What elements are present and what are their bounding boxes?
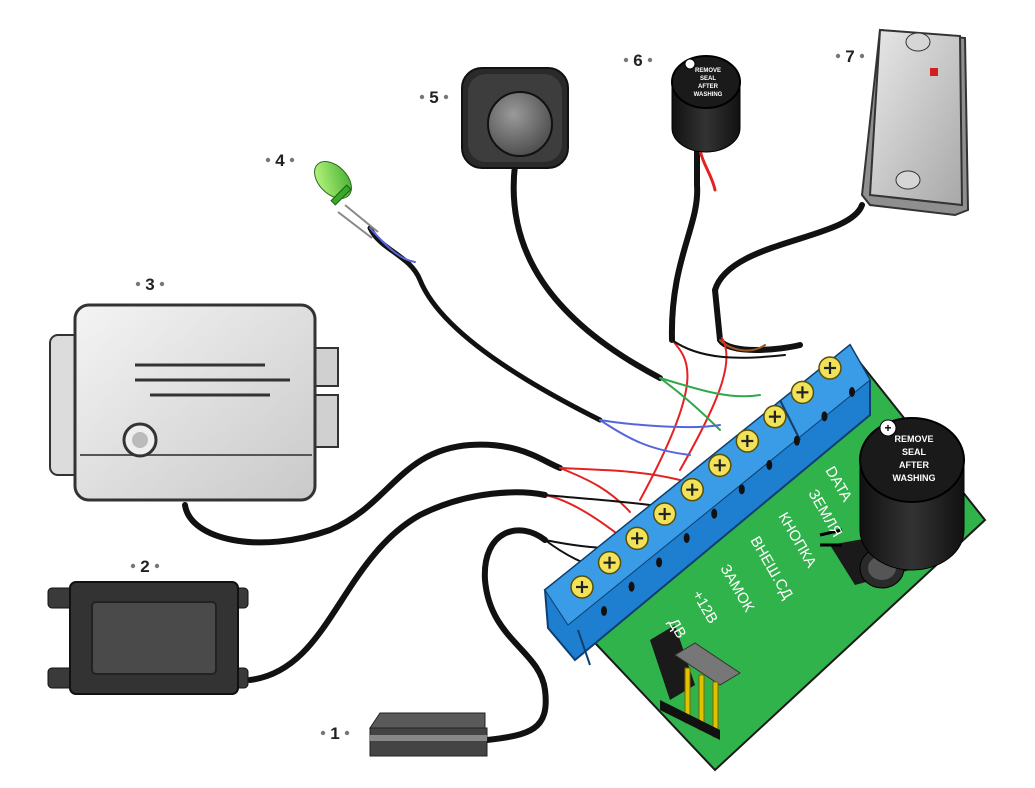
terminal-screws [570,356,855,616]
board-buzzer-text-1: REMOVE [894,434,933,444]
jumper-block [650,625,741,740]
board-buzzer-text-3: AFTER [899,460,929,470]
callout-7-label: 7 [845,47,854,66]
callout-1: 1 [320,724,350,743]
callout-4: 4 [265,151,295,170]
exit-button [461,67,569,169]
callout-7: 7 [835,47,865,66]
external-buzzer-text-2: SEAL [700,76,716,82]
callout-6-label: 6 [633,51,642,70]
terminal-screw [570,575,607,616]
terminal-screw [680,477,718,519]
callout-5: 5 [419,88,449,107]
callout-1-label: 1 [330,724,339,743]
terminal-screw [652,502,690,543]
external-buzzer-text-1: REMOVE [695,68,721,74]
terminal-block [543,343,871,666]
door-sensor [369,712,488,757]
external-buzzer-text-4: WASHING [694,92,723,98]
electric-lock [49,303,339,502]
external-buzzer-text-3: AFTER [698,84,719,90]
terminal-screw [763,404,800,446]
wires [182,145,865,743]
terminal-screw [625,526,663,568]
card-reader [860,28,970,217]
power-supply [47,581,249,695]
external-buzzer: REMOVE SEAL AFTER WASHING [671,55,741,153]
led [314,161,379,239]
callout-2: 2 [130,557,160,576]
callout-6: 6 [623,51,653,70]
controller-board: + REMOVE SEAL AFTER WASHING DATA ЗЕМЛЯ К… [543,348,987,772]
board-buzzer-text-4: WASHING [892,473,935,483]
callout-3-label: 3 [145,275,154,294]
board-buzzer: + REMOVE SEAL AFTER WASHING [859,417,965,571]
terminal-screw [818,356,855,397]
terminal-screw [735,429,773,470]
svg-text:+: + [884,421,891,435]
terminal-screw [708,453,745,495]
callout-2-label: 2 [140,557,149,576]
callout-5-label: 5 [429,88,438,107]
board-buzzer-text-2: SEAL [902,447,927,457]
callout-3: 3 [135,275,165,294]
terminal-screw [597,550,635,592]
callout-4-label: 4 [275,151,285,170]
terminal-screw [790,380,828,422]
